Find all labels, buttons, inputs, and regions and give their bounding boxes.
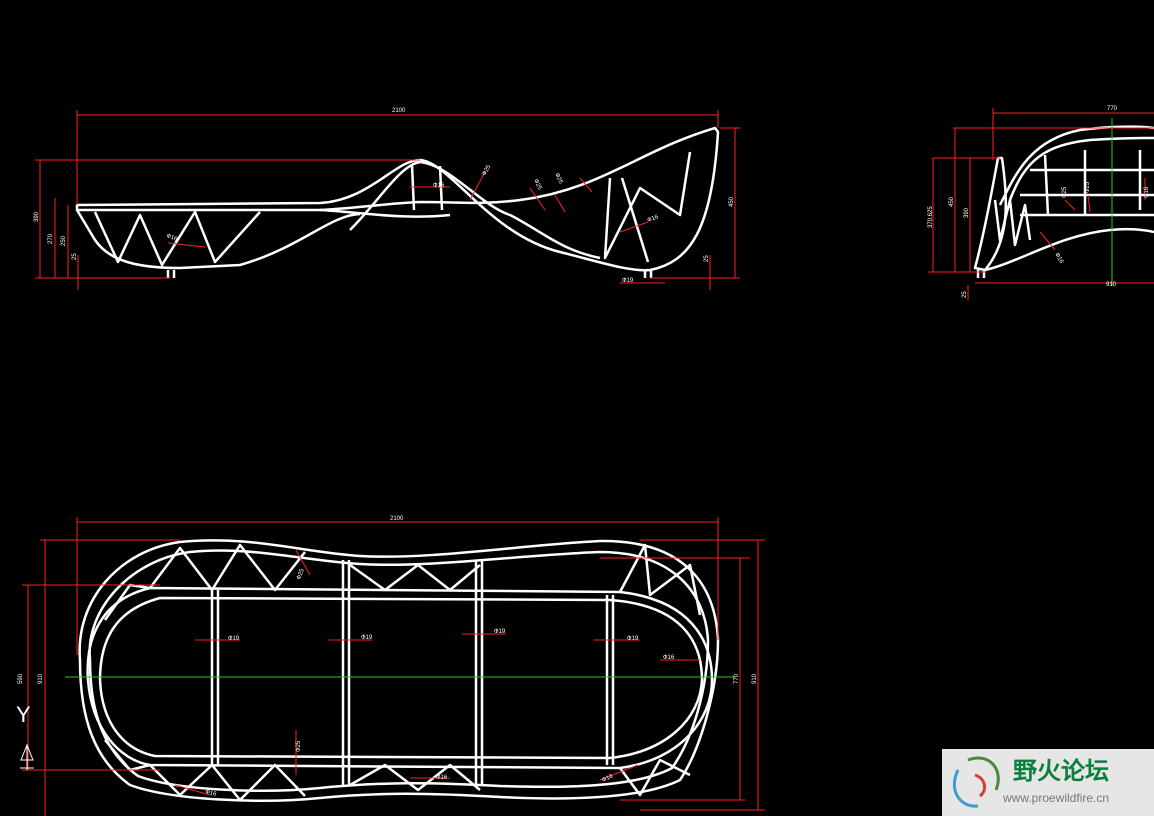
front-tube-label: Ф16 bbox=[433, 183, 445, 189]
watermark-logo-icon bbox=[952, 756, 1000, 808]
front-height-label: 250 bbox=[61, 235, 67, 246]
front-height-label: 390 bbox=[34, 211, 40, 222]
plan-tube-label: Ф19 bbox=[228, 636, 240, 642]
plan-tube-label: Ф25 bbox=[296, 567, 306, 580]
front-tube-label: Ф16 bbox=[165, 233, 178, 243]
front-height-label: 270 bbox=[48, 233, 54, 244]
plan-tube-label: Ф19 bbox=[627, 636, 639, 642]
front-view-frame bbox=[75, 126, 720, 278]
side-view: 770 910 370.625 450 390 25 Ф25 Ф25 Ф16 Ф… bbox=[928, 106, 1154, 300]
plan-right-width-label: 910 bbox=[752, 673, 758, 684]
front-view: 2100 390 270 250 25 450 25 Ф25 Ф16 Ф25 Ф… bbox=[34, 108, 740, 290]
ucs-y-label: Y bbox=[16, 702, 31, 727]
watermark-title: 野火论坛 bbox=[1013, 757, 1109, 785]
plan-tube-label: Ф16 bbox=[436, 775, 448, 781]
front-view-dimension-text: 2100 390 270 250 25 450 25 Ф25 Ф16 Ф25 Ф… bbox=[34, 108, 735, 284]
front-tube-label: Ф16 bbox=[647, 214, 660, 224]
side-width-top-label: 770 bbox=[1107, 106, 1118, 112]
front-tube-label: Ф25 bbox=[553, 172, 563, 185]
side-view-frame bbox=[973, 125, 1154, 278]
plan-view-dimension-text: 2100 590 910 770 910 Ф25 Ф19 Ф19 Ф19 Ф19… bbox=[18, 516, 758, 798]
plan-overall-length-label: 2100 bbox=[390, 516, 404, 522]
plan-tube-label: Ф25 bbox=[296, 740, 302, 752]
side-tube-label: Ф16 bbox=[1053, 252, 1064, 265]
front-view-dimensions bbox=[35, 110, 740, 290]
side-height-label: 390 bbox=[964, 207, 970, 218]
watermark-url: www.proewildfire.cn bbox=[1002, 791, 1109, 805]
plan-tube-label: Ф16 bbox=[601, 773, 614, 783]
side-height-label: 25 bbox=[962, 291, 968, 298]
plan-view: 2100 590 910 770 910 Ф25 Ф19 Ф19 Ф19 Ф19… bbox=[18, 516, 765, 816]
side-tube-label: Ф16 bbox=[1144, 186, 1150, 198]
plan-right-width-label: 770 bbox=[734, 673, 740, 684]
front-tube-label: Ф25 bbox=[532, 178, 542, 191]
side-view-dimension-text: 770 910 370.625 450 390 25 Ф25 Ф25 Ф16 Ф… bbox=[928, 106, 1150, 298]
watermark: 野火论坛 www.proewildfire.cn bbox=[942, 749, 1154, 816]
front-tube-label: Ф19 bbox=[622, 278, 634, 284]
ucs-axis-icon: Y bbox=[16, 702, 34, 770]
plan-view-dimensions bbox=[22, 517, 765, 816]
side-height-label: 370.625 bbox=[928, 206, 934, 228]
plan-left-width-label: 590 bbox=[18, 673, 24, 684]
front-right-height-label: 25 bbox=[704, 255, 710, 262]
plan-tube-label: Ф19 bbox=[361, 635, 373, 641]
plan-tube-label: Ф19 bbox=[494, 629, 506, 635]
plan-tube-label: Ф16 bbox=[663, 655, 675, 661]
front-tube-label: Ф25 bbox=[482, 164, 493, 177]
side-tube-label: Ф25 bbox=[1062, 186, 1068, 198]
front-overall-length-label: 2100 bbox=[392, 108, 406, 114]
plan-left-width-label: 910 bbox=[38, 673, 44, 684]
front-right-height-label: 450 bbox=[729, 196, 735, 207]
side-view-dimensions bbox=[928, 108, 1154, 300]
side-tube-label: Ф25 bbox=[1085, 181, 1091, 193]
front-height-label: 25 bbox=[72, 253, 78, 260]
side-width-bottom-label: 910 bbox=[1106, 282, 1117, 288]
plan-tube-label: Ф16 bbox=[204, 789, 217, 798]
side-height-label: 450 bbox=[949, 196, 955, 207]
plan-view-frame bbox=[78, 539, 720, 802]
